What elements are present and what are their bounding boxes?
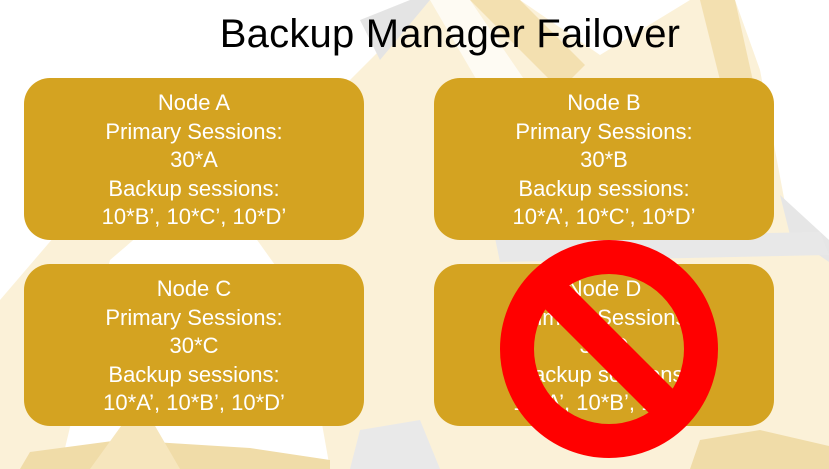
prohibited-ring — [500, 240, 718, 458]
backup-sessions-label: Backup sessions: — [108, 175, 280, 201]
backup-sessions-value: 10*A’, 10*C’, 10*D’ — [512, 204, 696, 230]
backup-sessions-value: 10*A’, 10*B’, 10*D’ — [103, 390, 285, 416]
primary-sessions-value: 30*C — [169, 333, 219, 359]
primary-sessions-value: 30*A — [170, 147, 218, 173]
node-c-box: Node C Primary Sessions: 30*C Backup ses… — [24, 264, 364, 426]
primary-sessions-value: 30*B — [580, 147, 628, 173]
backup-sessions-label: Backup sessions: — [108, 361, 280, 387]
backup-sessions-value: 10*B’, 10*C’, 10*D’ — [101, 204, 287, 230]
prohibited-icon — [500, 240, 718, 458]
node-name: Node C — [156, 276, 232, 301]
node-name: Node B — [567, 90, 641, 115]
node-a-box: Node A Primary Sessions: 30*A Backup ses… — [24, 78, 364, 240]
primary-sessions-label: Primary Sessions: — [515, 118, 693, 144]
node-name: Node A — [157, 90, 231, 115]
primary-sessions-label: Primary Sessions: — [105, 304, 283, 330]
slide-title: Backup Manager Failover — [219, 12, 681, 56]
prohibited-slash — [531, 271, 687, 427]
node-b-box: Node B Primary Sessions: 30*B Backup ses… — [434, 78, 774, 240]
primary-sessions-label: Primary Sessions: — [105, 118, 283, 144]
backup-sessions-label: Backup sessions: — [518, 175, 690, 201]
